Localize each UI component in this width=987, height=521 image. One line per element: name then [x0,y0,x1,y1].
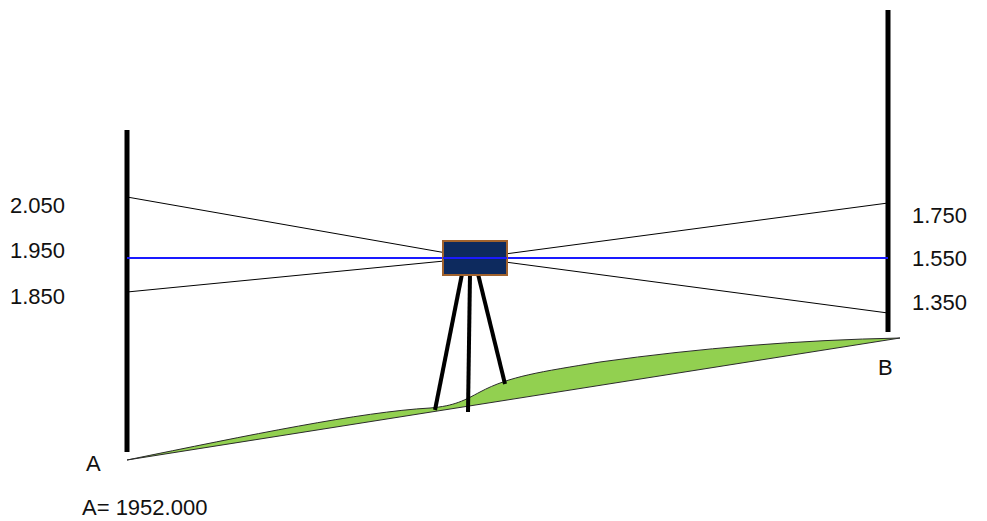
point-label: A [86,453,101,475]
point-label: B [878,357,893,379]
staff-reading: 1.350 [912,292,967,314]
stadia-line [127,197,475,258]
stadia-line [475,203,888,258]
staff-reading: 2.050 [10,195,65,217]
ground [127,338,900,460]
staff-reading: 1.850 [10,286,65,308]
staff-a [125,130,130,452]
staff-reading: 1.950 [10,240,65,262]
level-instrument [443,241,507,275]
tripod-leg [435,274,462,410]
elevation-label: A= 1952.000 [82,497,207,519]
line-of-sight [443,257,507,259]
stadia-line [475,258,888,313]
staff-reading: 1.550 [912,248,967,270]
staff-reading: 1.750 [912,205,967,227]
tripod-leg [468,274,470,412]
tripod-leg [478,274,505,384]
staff-b [886,10,891,332]
stadia-line [127,258,475,292]
